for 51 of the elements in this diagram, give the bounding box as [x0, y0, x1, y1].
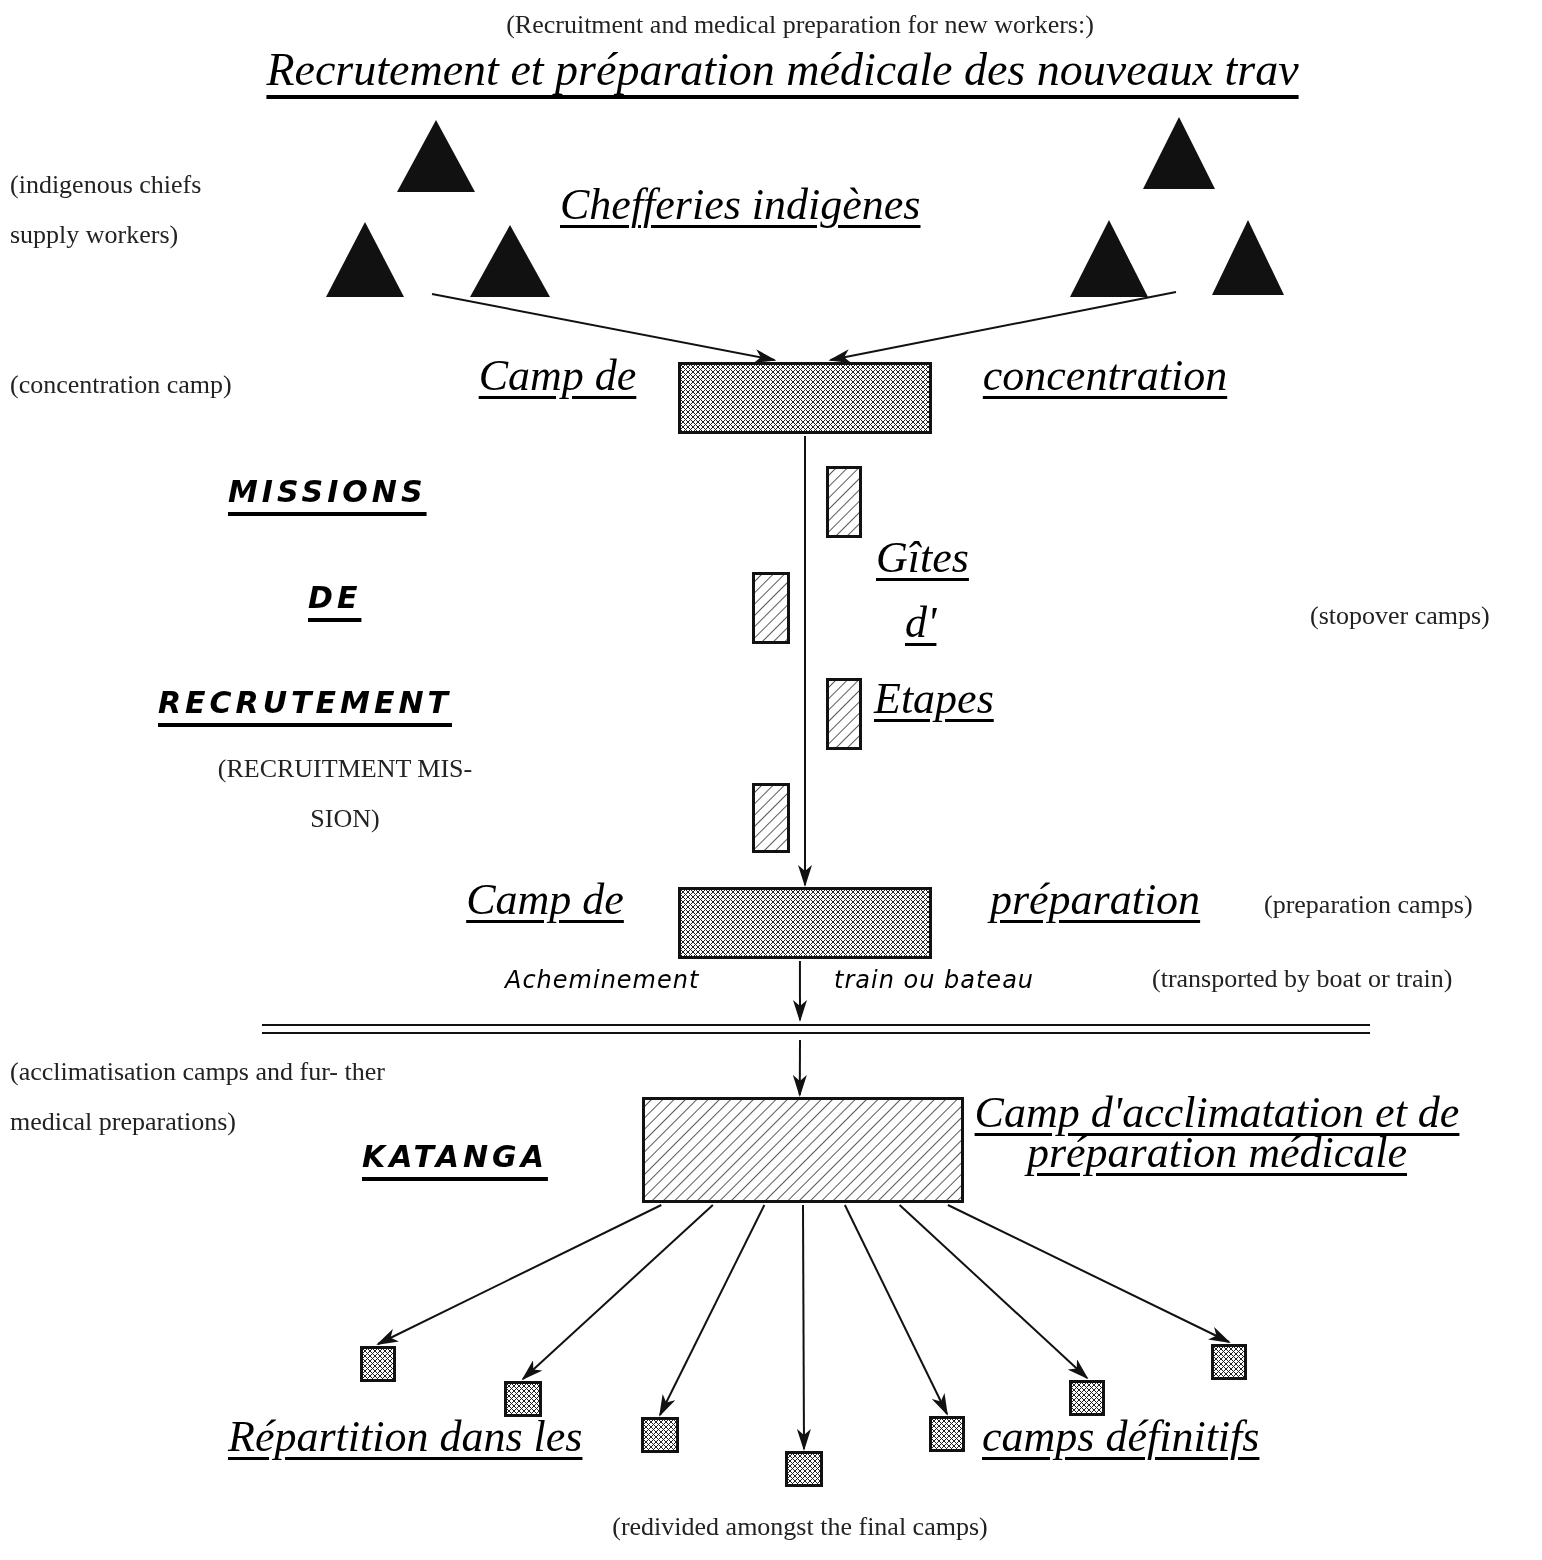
- translation-note: (Recruitment and medical preparation for new workers:): [505, 9, 1095, 41]
- diagram-label: Chefferies indigènes: [560, 182, 922, 228]
- translation-note: (acclimatisation camps and fur- ther medical preparations): [10, 1056, 386, 1138]
- triangle-marker: [470, 225, 550, 297]
- triangle-marker: [397, 120, 475, 192]
- diagram-label: train ou bateau: [834, 965, 1036, 996]
- diagram-label: Répartition dans les: [228, 1414, 584, 1460]
- crosshatched-camp-box: [678, 362, 932, 434]
- triangle-marker: [326, 222, 404, 297]
- diagram-label: d': [905, 600, 938, 646]
- arrow: [798, 435, 812, 887]
- arrow: [898, 1204, 1089, 1380]
- hatched-camp-box: [752, 783, 790, 853]
- diagram-label: Acheminement: [505, 965, 701, 996]
- crosshatched-camp-box: [678, 887, 932, 959]
- arrow: [376, 1204, 663, 1345]
- diagram-label: Gîtes: [876, 535, 970, 581]
- arrow: [946, 1204, 1231, 1343]
- diagram-label: camps définitifs: [982, 1414, 1261, 1460]
- diagram-title: Recrutement et préparation médicale des nouveaux trav: [265, 43, 1300, 97]
- arrow: [843, 1204, 948, 1416]
- translation-note: (concentration camp): [10, 369, 233, 401]
- arrow: [659, 1204, 766, 1417]
- arrow: [828, 291, 1177, 363]
- translation-note: (indigenous chiefs supply workers): [10, 169, 203, 251]
- diagram-label: Etapes: [874, 676, 995, 722]
- camp-label: concentration: [981, 356, 1229, 396]
- hatched-camp-box: [826, 678, 862, 750]
- crosshatched-camp-box: [641, 1417, 679, 1453]
- crosshatched-camp-box: [360, 1346, 396, 1382]
- translation-note: (stopover camps): [1310, 600, 1491, 632]
- crosshatched-camp-box: [1211, 1344, 1247, 1380]
- crosshatched-camp-box: [504, 1381, 542, 1417]
- crosshatched-camp-box: [1069, 1380, 1105, 1416]
- translation-note: (transported by boat or train): [1152, 963, 1454, 995]
- triangle-marker: [1143, 117, 1215, 189]
- arrow: [431, 293, 777, 364]
- hatched-camp-box: [642, 1097, 964, 1203]
- hatched-camp-box: [826, 466, 862, 538]
- arrow: [521, 1204, 714, 1381]
- translation-note: (preparation camps): [1264, 889, 1474, 921]
- arrow: [792, 960, 807, 1022]
- triangle-marker: [1070, 220, 1148, 297]
- crosshatched-camp-box: [785, 1451, 823, 1487]
- triangle-marker: [1212, 220, 1284, 295]
- translation-note: (RECRUITMENT MIS- SION): [216, 753, 474, 835]
- arrow: [796, 1204, 811, 1451]
- crosshatched-camp-box: [929, 1416, 965, 1452]
- hatched-camp-box: [752, 572, 790, 644]
- arrow: [792, 1039, 807, 1097]
- translation-note: (redivided amongst the final camps): [611, 1511, 989, 1543]
